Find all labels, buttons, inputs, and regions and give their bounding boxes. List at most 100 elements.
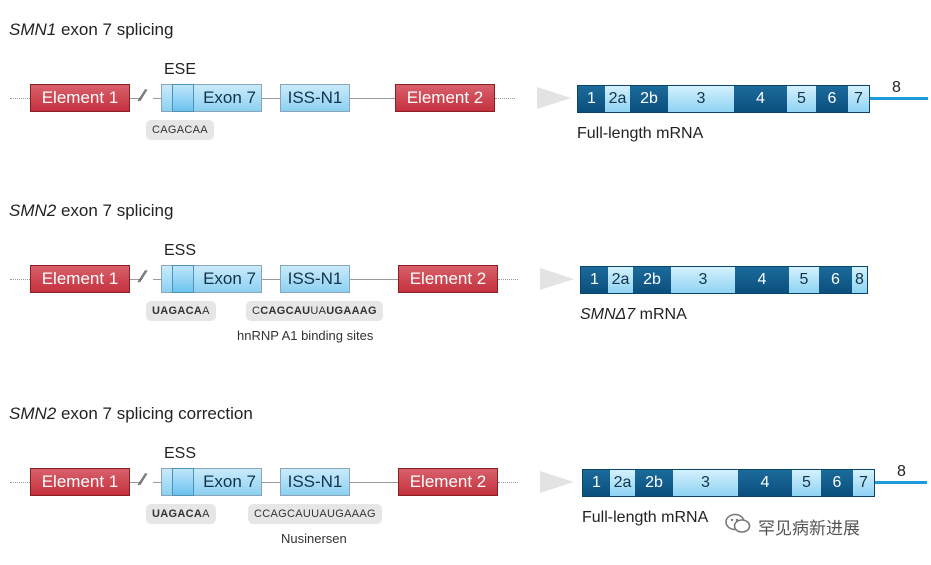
panel3-title-rest: exon 7 splicing correction [56, 404, 253, 423]
panel2-line-a [130, 279, 142, 280]
panel1-exon8-tail [870, 97, 928, 100]
wechat-logo-icon [724, 512, 752, 541]
panel1-element2: Element 2 [395, 84, 495, 112]
panel1-title-gene: SMN1 [9, 20, 57, 39]
panel3-iss-n1: ISS-N1 [280, 468, 350, 496]
panel1-line-a [130, 98, 142, 99]
panel2-break-mark: // [136, 269, 146, 286]
panel3-right-dots [498, 482, 518, 483]
panel2-hnrnp-sequence: CCAGCAUUAUGAAAG [246, 301, 383, 321]
panel1-exon-6: 6 [816, 86, 848, 112]
panel3-exon-7: 7 [853, 470, 874, 496]
panel2-line-c [262, 279, 280, 280]
panel1-exon-5: 5 [787, 86, 816, 112]
panel3-element1: Element 1 [30, 468, 130, 496]
watermark: 罕见病新进展 [724, 512, 860, 541]
panel3-left-dots [10, 482, 30, 483]
panel1-exon-2a: 2a [605, 86, 630, 112]
panel3-ess-region [172, 468, 194, 496]
panel2-exon-2a: 2a [608, 267, 633, 293]
panel2-exon-2b: 2b [633, 267, 671, 293]
panel2-exon-4: 4 [735, 267, 789, 293]
panel3-exon-4: 4 [738, 470, 792, 496]
panel2-mrna-label: SMNΔ7 mRNA [580, 306, 687, 324]
panel2-exon-8: 8 [852, 267, 867, 293]
panel2-exon-3: 3 [671, 267, 735, 293]
panel1-ese-sequence: CAGACAA [146, 120, 214, 140]
panel3-nusinersen-caption: Nusinersen [281, 531, 347, 546]
panel1-element1: Element 1 [30, 84, 130, 112]
panel3-line-b [153, 482, 161, 483]
panel3-line-a [130, 482, 142, 483]
panel3-exon-3: 3 [673, 470, 738, 496]
panel2-ess-seq-rest: A [202, 305, 210, 317]
panel2-hnrnp-seq-site2: UGAAAG [326, 305, 377, 317]
panel2-title: SMN2 exon 7 splicing [9, 201, 173, 221]
panel2-mrna: 1 2a 2b 3 4 5 6 8 [580, 266, 868, 294]
panel2-mrna-label-rest: mRNA [635, 306, 687, 323]
panel3-ess-seq-bold: UAGACA [152, 508, 203, 520]
panel2-exon-1: 1 [581, 267, 608, 293]
panel1-exon-4: 4 [734, 86, 787, 112]
panel2-left-dots [10, 279, 30, 280]
panel2-hnrnp-seq-c: C [252, 305, 261, 317]
panel1-title: SMN1 exon 7 splicing [9, 20, 173, 40]
panel3-mrna: 1 2a 2b 3 4 5 6 7 [582, 469, 875, 497]
panel1-arrow [537, 87, 571, 109]
panel2-line-b [153, 279, 161, 280]
panel1-exon-1: 1 [578, 86, 605, 112]
panel3-arrow [540, 471, 574, 493]
panel3-element2: Element 2 [398, 468, 498, 496]
watermark-text: 罕见病新进展 [758, 519, 860, 538]
panel2-hnrnp-caption: hnRNP A1 binding sites [237, 328, 374, 343]
panel1-title-rest: exon 7 splicing [56, 20, 174, 39]
panel1-iss-n1: ISS-N1 [280, 84, 350, 112]
panel3-exon8-label: 8 [897, 463, 906, 480]
panel3-ess-sequence: UAGACAA [146, 504, 216, 524]
panel3-ess-seq-rest: A [202, 508, 210, 520]
panel1-line-d [350, 98, 395, 99]
panel1-exon8-label: 8 [892, 79, 901, 96]
panel3-exon-6: 6 [821, 470, 853, 496]
panel1-line-c [262, 98, 280, 99]
panel3-ess-label: ESS [164, 445, 197, 462]
panel2-element1: Element 1 [30, 265, 130, 293]
panel3-break-mark: // [136, 472, 146, 489]
panel3-line-c [262, 482, 280, 483]
panel2-ess-region [172, 265, 194, 293]
panel1-exon-7: 7 [848, 86, 869, 112]
panel2-right-dots [498, 279, 518, 280]
panel2-ess-label: ESS [164, 242, 197, 259]
panel3-nusinersen-sequence: CCAGCAUUAUGAAAG [248, 504, 382, 524]
panel2-ess-sequence: UAGACAA [146, 301, 216, 321]
panel3-exon-2b: 2b [635, 470, 673, 496]
panel1-mrna: 1 2a 2b 3 4 5 6 7 [577, 85, 870, 113]
panel2-hnrnp-seq-site1: CAGCAU [260, 305, 311, 317]
panel3-title: SMN2 exon 7 splicing correction [9, 404, 253, 424]
panel2-line-d [350, 279, 398, 280]
panel2-ess-seq-bold: UAGACA [152, 305, 203, 317]
panel1-exon-2b: 2b [630, 86, 668, 112]
panel3-mrna-label: Full-length mRNA [582, 509, 709, 526]
panel3-title-gene: SMN2 [9, 404, 57, 423]
panel1-mrna-label: Full-length mRNA [577, 125, 704, 142]
panel2-title-rest: exon 7 splicing [56, 201, 174, 220]
panel2-title-gene: SMN2 [9, 201, 57, 220]
panel3-exon-2a: 2a [610, 470, 635, 496]
panel1-break-mark: // [136, 88, 146, 105]
panel2-hnrnp-seq-mid: UA [310, 305, 327, 317]
panel2-iss-n1: ISS-N1 [280, 265, 350, 293]
panel2-exon-5: 5 [789, 267, 819, 293]
panel1-right-dots [495, 98, 515, 99]
panel1-exon-3: 3 [668, 86, 734, 112]
panel3-exon8-tail [875, 481, 927, 484]
panel1-left-dots [10, 98, 30, 99]
panel2-mrna-label-gene: SMNΔ7 [580, 306, 636, 323]
panel2-element2: Element 2 [398, 265, 498, 293]
panel3-line-d [350, 482, 398, 483]
panel2-exon7: Exon 7 [161, 265, 262, 293]
panel3-exon-1: 1 [583, 470, 610, 496]
panel2-exon-6: 6 [819, 267, 852, 293]
panel1-ese-region [172, 84, 194, 112]
